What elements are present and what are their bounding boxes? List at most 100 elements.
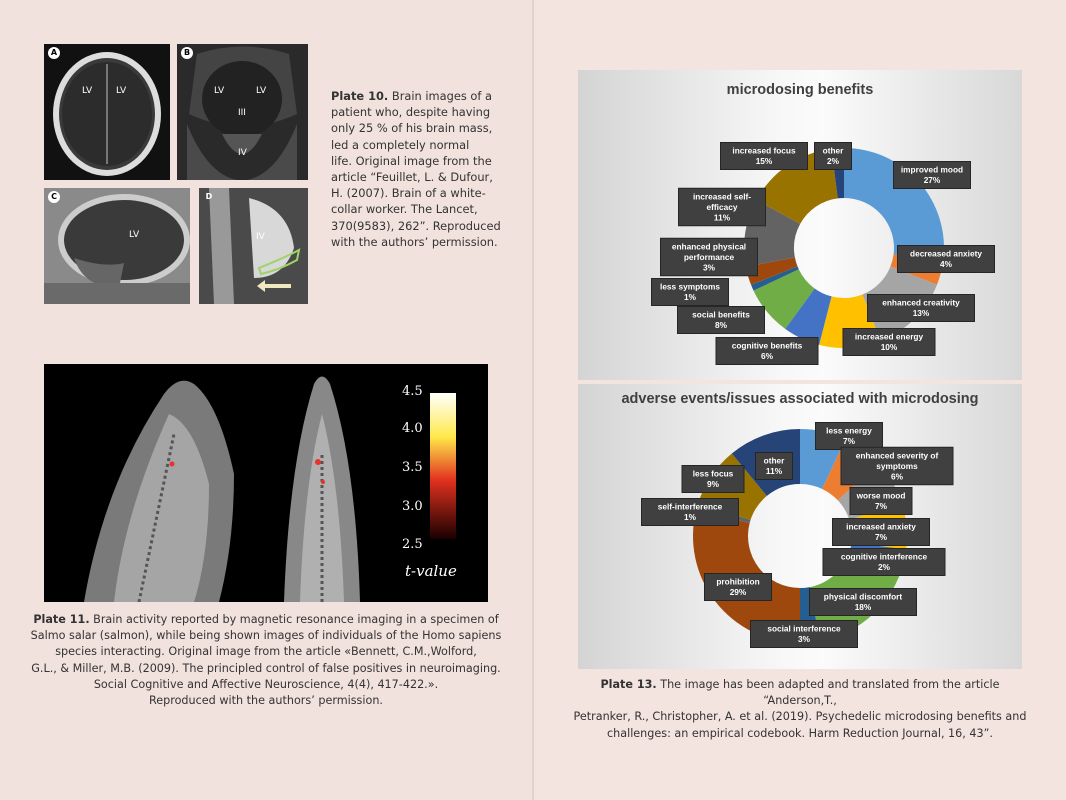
scale-tick-label: 3.5	[402, 460, 423, 475]
caption-line: Salmo salar (salmon), while being shown …	[30, 629, 502, 643]
ventricle-label: LV	[82, 86, 93, 96]
data-label-text: 6%	[761, 351, 774, 361]
brain-scan-a-image	[53, 52, 161, 176]
ventricle-label: LV	[129, 230, 140, 240]
caption-line: Brain activity reported by magnetic reso…	[93, 613, 499, 626]
data-label-box	[815, 422, 883, 450]
ventricle-label: IV	[238, 148, 247, 158]
panel-letter-a: A	[48, 47, 60, 59]
caption-line: with the authors’ permission.	[331, 234, 498, 249]
caption-line: only 25 % of his brain mass,	[331, 121, 493, 136]
data-label-box	[720, 142, 808, 170]
ventricle-label: LV	[256, 86, 267, 96]
data-label-text: 2%	[827, 156, 840, 166]
data-label-text: 13%	[913, 308, 930, 318]
data-label-text: 29%	[730, 587, 747, 597]
data-label-text: 3%	[703, 262, 716, 272]
plate-11-label: Plate 11.	[33, 613, 90, 626]
data-label-text: other	[823, 146, 845, 156]
caption-line: H. (2007). Brain of a white-	[331, 186, 486, 201]
data-label-box	[681, 465, 745, 493]
caption-line: challenges: an empirical codebook. Harm …	[606, 726, 993, 740]
ventricle-label: IV	[256, 232, 265, 242]
ventricle-label: LV	[116, 86, 127, 96]
slice-improved-mood	[844, 148, 944, 261]
page-gutter	[532, 0, 534, 800]
slice-less-symptoms	[751, 266, 799, 291]
data-label-text: 27%	[924, 175, 941, 185]
data-label-box	[867, 294, 975, 322]
data-label-text: 7%	[843, 436, 856, 446]
data-label-text: improved mood	[901, 165, 963, 175]
caption-line: Reproduced with the authors’ permission.	[148, 694, 383, 708]
brain-scan-d-image	[199, 188, 308, 304]
scale-tick-label: 3.0	[402, 499, 423, 514]
ventricle-label: LV	[214, 86, 225, 96]
scale-tick-label: 2.5	[402, 537, 423, 552]
data-label-text: performance	[684, 252, 735, 262]
data-label-box	[849, 487, 913, 515]
caption-line: Brain images of a	[391, 89, 492, 103]
data-label-text: worse mood	[856, 491, 906, 501]
data-label-box	[897, 245, 995, 273]
data-label-box	[651, 278, 729, 306]
caption-line: life. Original image from the	[331, 153, 492, 168]
data-label-text: 3%	[798, 634, 811, 644]
data-label-text: 11%	[766, 466, 783, 476]
brain-scan-panel-a: A LV LV	[44, 44, 170, 180]
data-label-box	[814, 142, 852, 170]
data-label-text: enhanced physical	[672, 241, 746, 251]
data-label-text: 15%	[756, 156, 773, 166]
panel-letter-b: B	[181, 47, 193, 59]
data-label-text: less symptoms	[660, 282, 720, 292]
data-label-text: enhanced severity of	[856, 450, 939, 460]
salmon-scan-graphic	[84, 376, 456, 602]
data-label-text: physical discomfort	[824, 592, 903, 602]
data-label-text: 2%	[878, 562, 891, 572]
data-label-text: 8%	[715, 320, 728, 330]
data-label-box	[660, 237, 758, 277]
data-label-box	[809, 588, 917, 616]
data-label-box	[842, 328, 936, 356]
brain-scan-c-image	[44, 188, 190, 304]
left-page: A LV LV B LV LV III IV C LV	[30, 44, 502, 708]
panel-letter-c: C	[48, 191, 60, 203]
data-label-text: 11%	[714, 212, 731, 222]
data-label-text: cognitive benefits	[732, 341, 803, 351]
data-label-box	[715, 337, 819, 365]
data-label-text: decreased anxiety	[910, 249, 982, 259]
data-label-text: increased focus	[732, 146, 796, 156]
data-label-text: increased self-	[693, 191, 751, 201]
caption-line: The image has been adapted and translate…	[660, 678, 1000, 708]
data-label-text: 1%	[684, 292, 697, 302]
caption-line: collar worker. The Lancet,	[331, 202, 478, 217]
data-label-text: 7%	[875, 501, 888, 511]
caption-line: patient who, despite having	[331, 105, 491, 120]
caption-line: article “Feuillet, L. & Dufour,	[331, 170, 493, 185]
data-label-text: 4%	[940, 259, 953, 269]
brain-scan-panel-b: B LV LV III IV	[177, 44, 308, 180]
data-label-text: enhanced creativity	[882, 298, 960, 308]
data-label-text: other	[764, 456, 786, 466]
data-label-box	[832, 518, 930, 546]
data-label-box	[677, 306, 765, 334]
data-label-box	[893, 161, 971, 189]
brain-scan-panel-c: C LV	[44, 188, 190, 304]
slice-enhanced-physical-performance	[745, 257, 798, 285]
